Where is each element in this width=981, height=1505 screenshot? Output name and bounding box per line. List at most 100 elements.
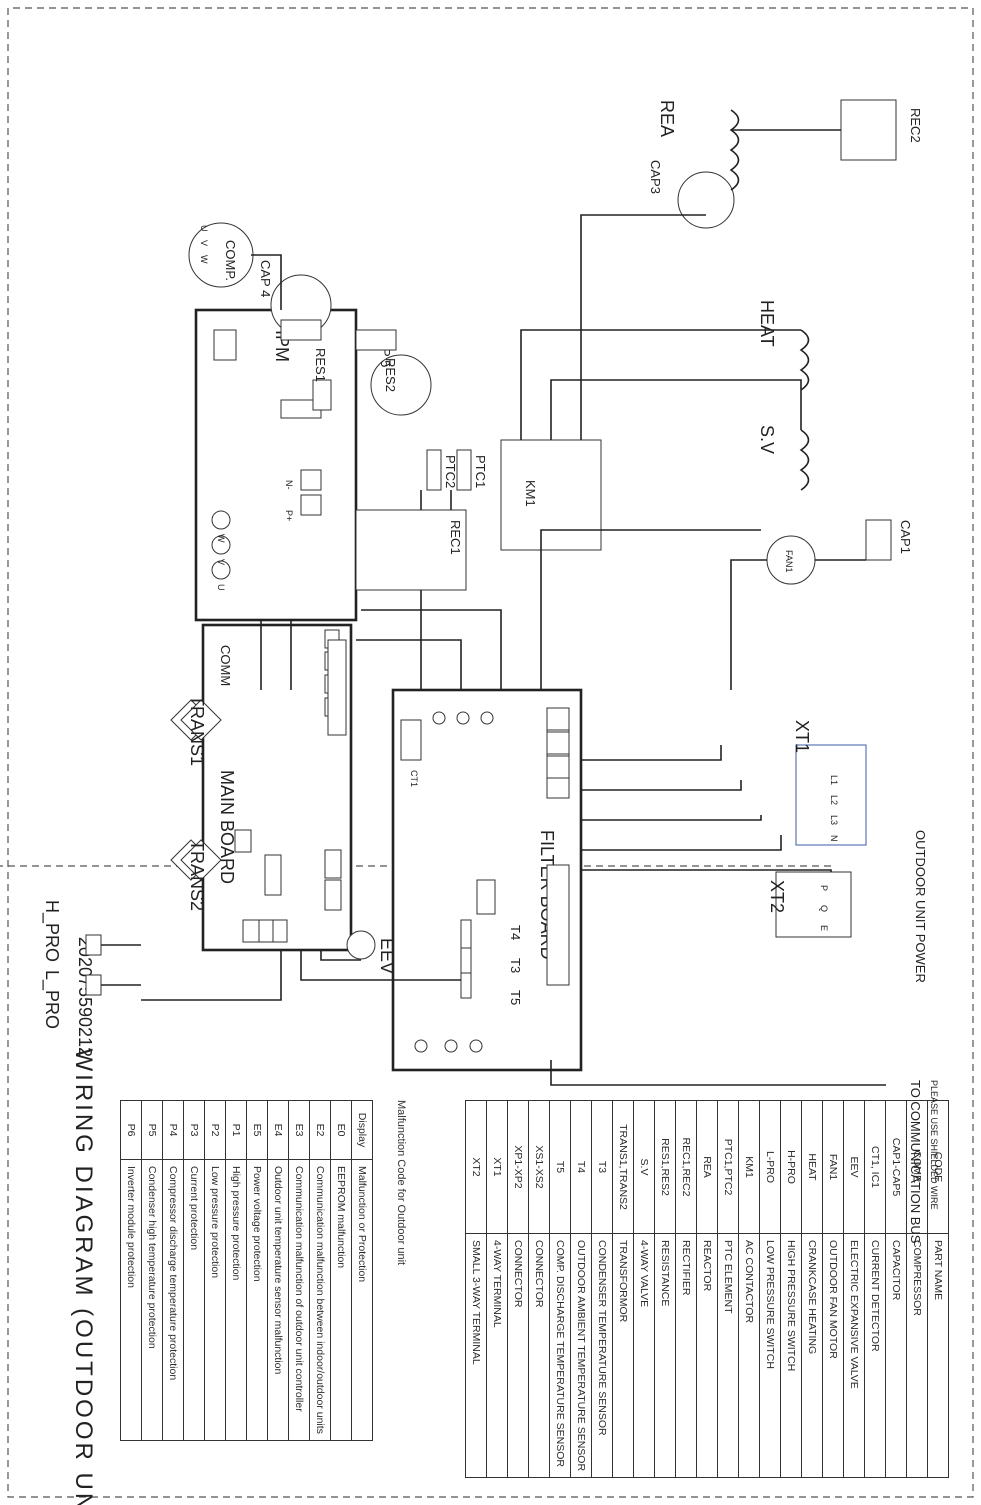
trans1-label: TRANS1 <box>187 695 207 766</box>
wire <box>141 950 282 1001</box>
wire <box>356 639 462 690</box>
filter-connector-row <box>546 864 570 986</box>
fan1: FAN1 <box>766 535 816 585</box>
temperature-sensors: T5 T3 T4 <box>460 919 523 1005</box>
km1: KM1 <box>500 439 602 551</box>
l-pro-switch: L_PRO <box>41 970 141 1029</box>
t4-sensor <box>460 919 472 949</box>
ipm-n: N- <box>284 480 294 490</box>
ipm-cn3 <box>213 329 237 361</box>
cap4-label: CAP 4 <box>258 260 273 297</box>
xt1-label: XT1 <box>792 720 812 753</box>
ptc: PTC1 PTC2 <box>426 449 488 491</box>
res2-label: RES2 <box>383 358 398 392</box>
terminal <box>432 711 446 725</box>
h-pro-label: H_PRO <box>41 900 62 962</box>
ct1-label: CT1 <box>409 770 419 787</box>
eev: EEV <box>346 930 397 974</box>
heat: HEAT <box>757 300 810 391</box>
ipm-u: U <box>216 584 226 591</box>
xt1: XT1 L1 L2 L3 N <box>792 720 867 846</box>
terminal <box>444 1039 458 1053</box>
wire <box>320 950 361 961</box>
res2: RES2 <box>355 329 398 392</box>
wire <box>251 254 282 310</box>
wire <box>580 214 706 440</box>
res1: RES1 <box>280 319 328 382</box>
ptc1-label: PTC1 <box>473 455 488 488</box>
res1-label: RES1 <box>313 348 328 382</box>
wire <box>361 609 502 690</box>
ipm-terminal-u <box>211 560 231 580</box>
comp-v: V <box>199 240 209 246</box>
t5-sensor <box>460 969 472 999</box>
xt2-q: Q <box>819 905 829 912</box>
t3-label: T3 <box>508 958 523 973</box>
wire <box>581 815 762 821</box>
ipm-p: P+ <box>284 510 294 521</box>
outer-border <box>7 7 974 1498</box>
comp-u: U <box>199 225 209 232</box>
wire <box>540 529 761 690</box>
wire <box>581 780 742 791</box>
rec2-label: REC2 <box>908 108 923 143</box>
rec2: REC2 <box>840 99 923 161</box>
connector-strip <box>327 639 347 736</box>
connector <box>476 879 496 915</box>
sv-label: S.V <box>757 425 777 454</box>
wire <box>581 869 832 872</box>
terminal <box>414 1039 428 1053</box>
outdoor-power-note: OUTDOOR UNIT POWER <box>913 830 928 983</box>
terminal <box>456 711 470 725</box>
l-pro-label: L_PRO <box>41 970 62 1029</box>
wire <box>300 950 461 981</box>
eev-label: EEV <box>377 938 397 974</box>
wire <box>730 559 767 690</box>
shielded-wire-note: PLEASE USE SHIELDED WIRE <box>929 1080 939 1210</box>
wire <box>581 745 722 761</box>
terminal <box>480 711 494 725</box>
ipm-terminal-n <box>300 469 322 491</box>
xt2-e: E <box>819 925 829 931</box>
comp-label: COMP. <box>223 240 238 281</box>
xt1-l1: L1 <box>829 775 839 785</box>
comp-w: W <box>199 255 209 264</box>
connector-ic1 <box>264 854 282 896</box>
cap3-label: CAP3 <box>648 160 663 194</box>
xt1-n: N <box>829 835 839 842</box>
ipm-w: W <box>216 534 226 543</box>
trans2-label: TRANS2 <box>187 840 207 911</box>
xt2: XT2 P Q E <box>767 871 852 938</box>
connector <box>546 707 570 731</box>
wire <box>550 1060 886 1086</box>
connector <box>324 849 342 879</box>
wire <box>550 379 802 440</box>
compressor: COMP. U V W <box>188 222 254 288</box>
xt2-p: P <box>819 885 829 891</box>
xt2-label: XT2 <box>767 880 787 913</box>
cap1: CAP1 <box>865 519 913 561</box>
wire <box>581 835 782 851</box>
terminal <box>469 1039 483 1053</box>
rec1-label: REC1 <box>448 520 463 555</box>
trans2: TRANS2 <box>170 839 222 911</box>
wire <box>520 329 801 440</box>
main-board <box>201 623 353 952</box>
ipm-terminal-v <box>211 535 231 555</box>
xt1-l2: L2 <box>829 795 839 805</box>
ct1-block <box>400 719 422 761</box>
sv: S.V <box>757 425 810 491</box>
ptc2-label: PTC2 <box>443 455 458 488</box>
t5-label: T5 <box>508 990 523 1005</box>
t4-label: T4 <box>508 925 523 940</box>
rea-label: REA <box>657 100 677 137</box>
km1-label: KM1 <box>523 480 538 507</box>
connector <box>242 919 260 943</box>
t3-sensor <box>460 944 472 974</box>
main-board-sub: COMM <box>218 645 233 686</box>
communication-bus-note: TO COMMUNICATION BUS <box>908 1080 923 1244</box>
connector <box>324 879 342 911</box>
ipm-terminal-p <box>300 494 322 516</box>
